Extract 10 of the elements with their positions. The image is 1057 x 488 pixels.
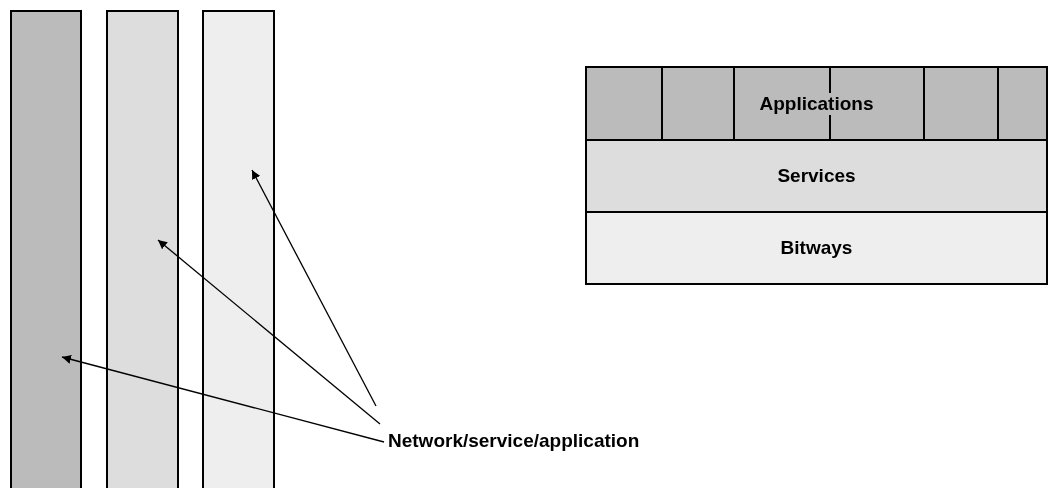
layer-block [585, 211, 1048, 285]
layer-bar [10, 10, 82, 488]
leader-arrow [61, 354, 385, 443]
layer-bar [106, 10, 179, 488]
layer-block [585, 139, 1048, 213]
layer-bar [202, 10, 275, 488]
leader-arrow [157, 239, 381, 425]
leader-arrow [251, 169, 377, 407]
callout-label: Network/service/application [388, 428, 750, 454]
layer-block [585, 66, 1048, 141]
